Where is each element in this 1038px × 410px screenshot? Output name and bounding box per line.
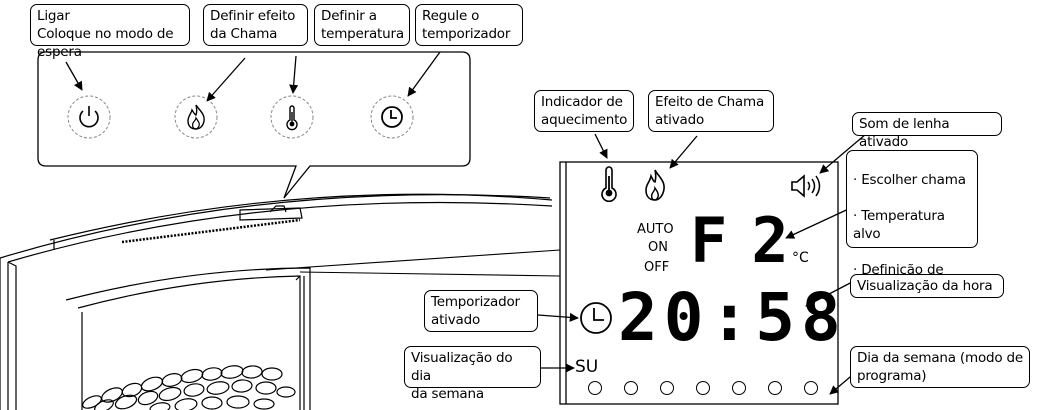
day-dot [804,381,818,395]
mode-list-callout: · Escolher chama · Temperatura alvo · De… [846,150,978,296]
clock-icon [381,106,403,128]
day-dot [732,381,746,395]
time-display: 20:58 [618,279,847,356]
temperature-button[interactable] [275,100,309,134]
day-program-callout: Dia da semana (modo de programa) [850,346,1030,388]
time-display-callout: Visualização da hora [850,274,1004,298]
heating-indicator-callout: Indicador de aquecimento [534,90,634,132]
mode-item-flame: · Escolher chama [853,172,966,188]
day-of-week-display: SU [575,357,599,377]
day-dot [768,381,782,395]
timer-button[interactable] [375,100,409,134]
log-sound-callout: Som de lenha ativado [852,112,1002,150]
mode-auto-label: AUTO [637,222,674,237]
day-dot [588,381,602,395]
day-dots-row [588,381,828,397]
mode-item-target-temp: · Temperatura alvo [853,208,945,242]
power-icon [79,106,99,128]
timer-active-callout: Temporizador ativado [424,290,538,332]
flame-callout: Definir efeito da Chama [203,4,308,46]
day-display-callout: Visualização do dia da semana [404,346,541,402]
flame-effect-icon [645,169,665,201]
temperature-unit: °C [792,250,809,266]
day-dot [624,381,638,395]
flame-button[interactable] [179,100,213,134]
flame-icon [187,104,205,130]
timer-callout: Regule o temporizador [415,4,523,46]
log-sound-speaker-icon [791,174,821,198]
power-callout: Ligar Coloque no modo de espera [30,4,190,60]
mode-off-label: OFF [644,260,670,275]
flame-effect-callout: Efeito de Chama ativado [648,90,774,132]
power-button[interactable] [72,100,106,134]
fireplace-illustration [0,193,553,410]
heating-thermometer-icon [601,166,617,202]
temperature-callout: Definir a temperatura [314,4,410,46]
control-panel-zoom [37,51,471,199]
thermometer-icon [286,105,298,131]
mode-on-label: ON [648,240,668,255]
setting-value-display: F2 [690,204,813,277]
lcd-zoom-line [265,249,561,277]
day-dot [696,381,710,395]
timer-active-clock-icon [580,302,612,334]
day-dot [660,381,674,395]
